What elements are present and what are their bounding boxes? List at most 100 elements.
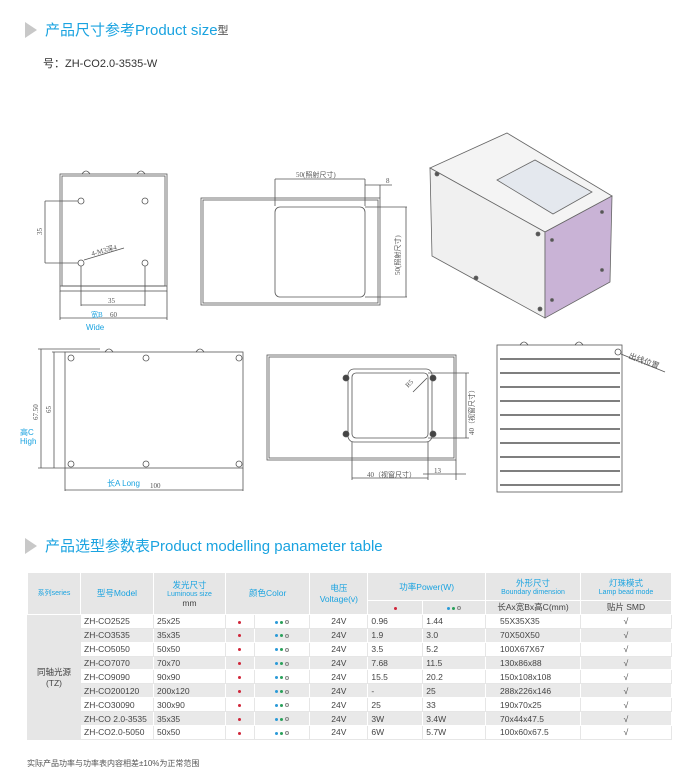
white-dot-icon [285, 661, 290, 666]
red-dot-icon [238, 634, 242, 638]
power-rgbw-cell: 25 [422, 683, 486, 699]
lamp-check-icon: √ [580, 669, 672, 685]
dimension-cell: 55X35X35 [485, 613, 581, 629]
model-number: 号：ZH-CO2.0-3535-W [43, 58, 158, 70]
color-rgbw-cell [253, 725, 311, 740]
header-model: 型号Model [80, 572, 154, 615]
white-dot-icon [285, 647, 290, 652]
svg-text:65: 65 [45, 406, 53, 414]
green-dot-icon [280, 690, 284, 694]
green-dot-icon [280, 731, 284, 735]
svg-text:100: 100 [150, 482, 161, 490]
model-cell: ZH-CO 2.0-3535 [80, 711, 154, 727]
power-red-cell: 15.5 [367, 669, 424, 685]
red-dot-icon [238, 662, 242, 666]
lamp-check-icon: √ [580, 655, 672, 671]
power-rgbw-cell: 20.2 [422, 669, 486, 685]
green-dot-icon [280, 634, 284, 638]
color-rgbw-cell [253, 627, 311, 643]
dimension-cell: 150x108x108 [485, 669, 581, 685]
model-cell: ZH-CO2525 [80, 613, 154, 629]
white-dot-icon [457, 606, 462, 611]
series-cell: 同轴光源(TZ) [27, 613, 81, 740]
svg-text:35: 35 [36, 228, 44, 236]
green-dot-icon [280, 717, 284, 721]
table-row: 同轴光源(TZ)ZH-CO2525 25x25 24V 0.96 1.44 55… [27, 613, 672, 740]
dimension-cell: 190x70x25 [485, 697, 581, 713]
power-rgbw-cell: 33 [422, 697, 486, 713]
luminous-cell: 200x120 [153, 683, 226, 699]
power-red-cell: 0.96 [367, 613, 424, 629]
voltage-cell: 24V [309, 669, 369, 685]
color-red-cell [225, 683, 255, 699]
voltage-cell: 24V [309, 683, 369, 699]
white-dot-icon [285, 675, 290, 680]
voltage-cell: 24V [309, 641, 369, 657]
power-red-cell: 6W [367, 725, 424, 740]
model-cell: ZH-CO7070 [80, 655, 154, 671]
svg-text:40（视窗尺寸）: 40（视窗尺寸） [467, 386, 476, 435]
color-rgbw-cell [253, 683, 311, 699]
luminous-cell: 70x70 [153, 655, 226, 671]
side-view-drawing: 67.50 65 高C High 长A Long 100 [20, 348, 244, 491]
dimension-cell: 100x60x67.5 [485, 725, 581, 740]
lamp-check-icon: √ [580, 641, 672, 657]
dimension-cell: 130x86x88 [485, 655, 581, 671]
red-dot-icon [238, 703, 242, 707]
red-dot-icon [238, 620, 242, 624]
color-red-cell [225, 711, 255, 727]
table-row: ZH-CO30090 300x90 24V 25 33 190x70x25 √ [28, 697, 672, 713]
svg-text:40（视窗尺寸）: 40（视窗尺寸） [367, 470, 416, 479]
color-rgbw-cell [253, 613, 311, 629]
blue-dot-icon [447, 606, 451, 610]
svg-text:60: 60 [110, 311, 118, 319]
luminous-cell: 300x90 [153, 697, 226, 713]
svg-text:高C: 高C [20, 427, 34, 437]
triangle-icon [25, 537, 37, 554]
table-row: ZH-CO9090 90x90 24V 15.5 20.2 150x108x10… [28, 669, 672, 685]
table-row: ZH-CO5050 50x50 24V 3.5 5.2 100X67X67 √ [28, 641, 672, 657]
blue-dot-icon [275, 676, 279, 680]
green-dot-icon [280, 703, 284, 707]
lamp-check-icon: √ [580, 627, 672, 643]
dimension-cell: 70X50X50 [485, 627, 581, 643]
power-red-cell: 1.9 [367, 627, 424, 643]
power-rgbw-cell: 3.4W [422, 711, 486, 727]
table-row: ZH-CO200120 200x120 24V - 25 288x226x146… [28, 683, 672, 699]
isometric-view [429, 132, 613, 319]
color-rgbw-cell [253, 655, 311, 671]
voltage-cell: 24V [309, 613, 369, 629]
blue-dot-icon [275, 731, 279, 735]
header-power: 功率Power(W) [367, 572, 486, 601]
color-rgbw-cell [253, 697, 311, 713]
color-red-cell [225, 655, 255, 671]
voltage-cell: 24V [309, 697, 369, 713]
white-dot-icon [285, 717, 290, 722]
red-dot-icon [393, 606, 397, 610]
svg-text:宽B: 宽B [91, 310, 103, 319]
header-series: 系列series [27, 572, 81, 615]
table-row: ZH-CO 2.0-3535 35x35 24V 3W 3.4W 70x44x4… [28, 711, 672, 727]
white-dot-icon [285, 731, 290, 736]
color-red-cell [225, 725, 255, 740]
blue-dot-icon [275, 690, 279, 694]
luminous-cell: 35x35 [153, 711, 226, 727]
model-cell: ZH-CO3535 [80, 627, 154, 643]
color-rgbw-cell [253, 669, 311, 685]
back-view-drawing: 出线位置 [496, 341, 666, 493]
color-red-cell [225, 697, 255, 713]
blue-dot-icon [275, 648, 279, 652]
technical-drawings: 35 35 4-M3深4 宽B 60 Wide 50(照射尺寸) 8 50(照射… [20, 132, 666, 493]
power-rgbw-cell: 1.44 [422, 613, 486, 629]
header-color: 颜色Color [224, 572, 311, 615]
luminous-cell: 50x50 [153, 725, 226, 740]
white-dot-icon [285, 689, 290, 694]
red-dot-icon [238, 731, 242, 735]
